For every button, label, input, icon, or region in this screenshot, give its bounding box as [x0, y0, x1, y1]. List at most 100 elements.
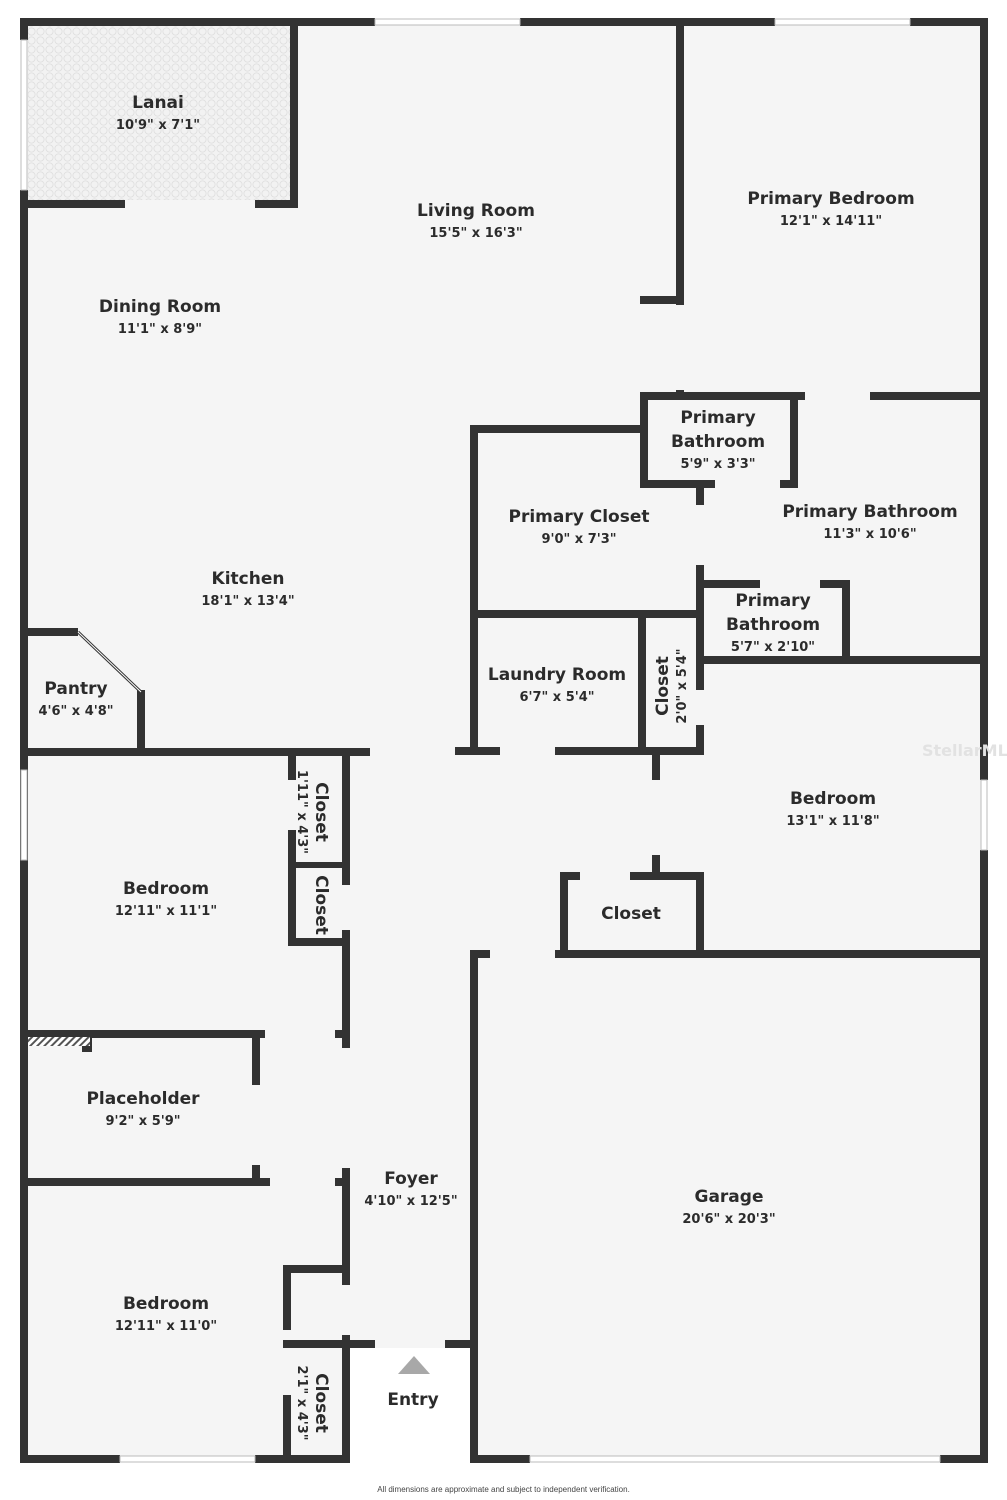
room-dimensions: 18'1" x 13'4" [201, 594, 294, 609]
room-dimensions: 11'3" x 10'6" [823, 527, 916, 542]
wall [455, 747, 500, 755]
wall [555, 747, 704, 755]
wall [20, 1455, 120, 1463]
room-name: Lanai [132, 93, 184, 113]
wall [342, 1335, 350, 1463]
pantry-door [77, 631, 142, 693]
window [119, 1455, 256, 1463]
room-lanai: Lanai 10'9" x 7'1" [116, 93, 200, 133]
room-dimensions: 15'5" x 16'3" [429, 226, 522, 241]
wall [283, 1395, 291, 1463]
room-primary-bathroom: Primary Bathroom 11'3" x 10'6" [782, 502, 957, 542]
wall [20, 1030, 265, 1038]
room-dimensions: 4'6" x 4'8" [38, 704, 113, 719]
room-bedroom-east-closet: Closet [601, 904, 661, 924]
wall [640, 480, 715, 488]
wall [520, 18, 775, 26]
wall [910, 18, 988, 26]
wall [696, 725, 704, 755]
room-name: Placeholder [86, 1089, 200, 1109]
wall [288, 830, 296, 945]
room-dimensions: 9'2" x 5'9" [105, 1114, 180, 1129]
wall [445, 1340, 478, 1348]
wall [137, 690, 145, 756]
room-name: Foyer [384, 1169, 438, 1189]
wall [470, 950, 478, 1463]
wall [676, 18, 684, 305]
footer-disclaimer: All dimensions are approximate and subje… [377, 1485, 630, 1494]
wall [20, 200, 125, 208]
wall [640, 392, 805, 400]
wall [283, 1265, 350, 1273]
room-dimensions: 1'11" x 4'3" [294, 770, 309, 854]
window [774, 18, 911, 26]
room-name: Closet [311, 782, 331, 842]
room-name: Bedroom [790, 789, 876, 809]
wall [555, 950, 988, 958]
wall [288, 756, 296, 780]
room-dimensions: 2'0" x 5'4" [675, 648, 690, 723]
window [980, 779, 988, 851]
room-name: Closet [311, 875, 331, 935]
window [374, 18, 521, 26]
room-name: Closet [601, 904, 661, 924]
window [20, 39, 28, 191]
room-dimensions: 11'1" x 8'9" [118, 322, 202, 337]
wall [630, 872, 704, 880]
room-name: Entry [387, 1390, 438, 1410]
wall [20, 18, 28, 40]
lanai-tile-floor [28, 26, 290, 200]
window [529, 1455, 941, 1463]
room-dimensions: 2'1" x 4'3" [294, 1365, 309, 1440]
wall [255, 1455, 350, 1463]
wall [640, 296, 684, 304]
wall [342, 756, 350, 885]
room-foyer: Foyer 4'10" x 12'5" [364, 1169, 457, 1209]
wall [470, 610, 704, 618]
wall [560, 872, 580, 880]
hatched-fixture [28, 1037, 90, 1046]
wall [470, 425, 478, 755]
wall [470, 425, 648, 433]
room-name: Primary Bathroom [782, 502, 957, 522]
wall [255, 200, 298, 208]
wall [652, 855, 660, 880]
room-dimensions: 4'10" x 12'5" [364, 1194, 457, 1209]
room-name: Kitchen [212, 569, 285, 589]
wall [696, 872, 704, 955]
wall [288, 938, 350, 946]
wall [335, 1030, 350, 1038]
room-dimensions: 5'9" x 3'3" [680, 457, 755, 472]
room-name-line2: Bathroom [726, 615, 820, 635]
window [20, 769, 28, 861]
wall [638, 610, 646, 755]
room-dimensions: 20'6" x 20'3" [682, 1212, 775, 1227]
room-name: Laundry Room [488, 665, 626, 685]
wall [980, 850, 988, 1463]
walls [20, 18, 988, 1463]
wall [288, 862, 350, 868]
wall [696, 480, 704, 505]
wall [342, 930, 350, 1048]
room-name: Bedroom [123, 879, 209, 899]
room-name: Closet [653, 656, 673, 716]
room-kitchen: Kitchen 18'1" x 13'4" [201, 569, 294, 609]
room-dimensions: 10'9" x 7'1" [116, 118, 200, 133]
room-dimensions: 9'0" x 7'3" [541, 532, 616, 547]
room-entry: Entry [387, 1390, 438, 1410]
floor-area [24, 22, 984, 1459]
watermark: StellarMLS [922, 741, 1007, 760]
room-name: Primary [735, 591, 810, 611]
wall [283, 1265, 291, 1330]
